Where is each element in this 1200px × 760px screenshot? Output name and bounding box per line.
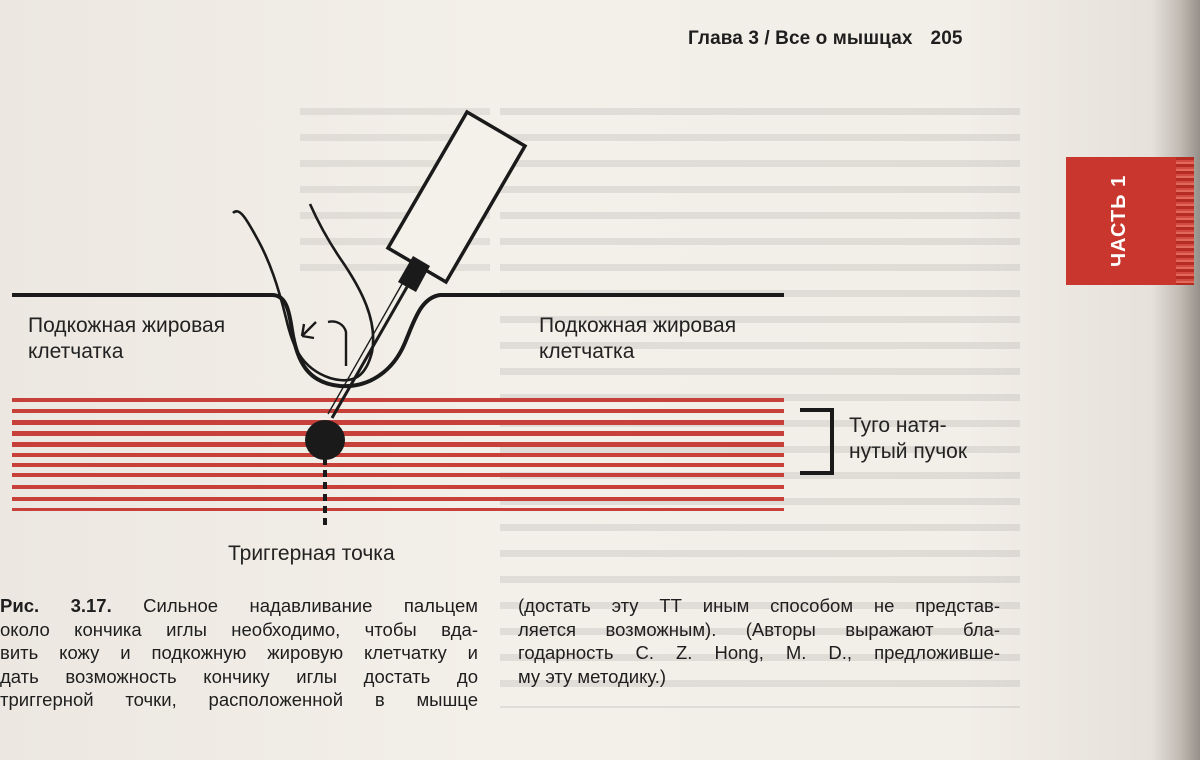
caption-line: вить кожу и подкожную жировую клетчатку … (0, 642, 478, 663)
muscle-fiber (12, 473, 784, 477)
caption-text: Сильное надавливание пальцем (111, 595, 478, 616)
label-line: нутый пучок (849, 440, 968, 463)
trigger-point-icon (305, 420, 345, 460)
subcutaneous-fat-label-right: Подкожная жировая клетчатка (539, 313, 736, 365)
skin-surface-line (12, 293, 784, 389)
caption-line: около кончика иглы необходимо, чтобы вда… (0, 618, 478, 640)
show-through-text (500, 108, 1020, 708)
muscle-fiber (12, 409, 784, 413)
page-edge-shadow (1152, 0, 1200, 760)
taut-band-bracket (800, 408, 834, 475)
figure-caption-left: Рис. 3.17. Сильное надавливание пальцем … (0, 594, 478, 712)
muscle-fiber (12, 508, 784, 511)
muscle-fiber (12, 463, 784, 467)
caption-line: му эту методику.) (518, 665, 667, 687)
finger-icon (232, 203, 375, 382)
needle-syringe-icon (327, 109, 528, 419)
caption-line: (достать эту ТТ иным способом не предста… (518, 595, 1000, 616)
caption-line: триггерной точки, расположенной в мышце (0, 689, 478, 710)
figure-caption-right: (достать эту ТТ иным способом не предста… (518, 594, 1000, 688)
label-line: Туго натя- (849, 414, 947, 437)
muscle-fiber (12, 497, 784, 501)
taut-band-label: Туго натя- нутый пучок (849, 413, 967, 465)
muscle-fiber (12, 420, 784, 425)
muscle-fiber (12, 398, 784, 402)
label-line: Подкожная жировая (539, 314, 737, 337)
muscle-band (12, 398, 784, 511)
label-line: клетчатка (539, 340, 635, 363)
trigger-point-label: Триггерная точка (228, 542, 395, 565)
chapter-title: Глава 3 / Все о мышцах (688, 28, 913, 49)
page-number: 205 (930, 28, 963, 49)
muscle-fiber (12, 485, 784, 489)
muscle-fiber (12, 453, 784, 457)
caption-line: годарность C. Z. Hong, M. D., предложивш… (518, 642, 1000, 663)
running-header: Глава 3 / Все о мышцах 205 (688, 28, 963, 50)
figure-number: Рис. 3.17. (0, 595, 112, 616)
caption-line: Рис. 3.17. Сильное надавливание пальцем (0, 594, 478, 618)
muscle-fiber (12, 431, 784, 436)
label-line: Подкожная жировая (28, 314, 226, 337)
caption-line: дать возможность кончику иглы достать до (0, 665, 478, 687)
caption-line: ляется возможным). (Авторы выражают бла- (518, 618, 1000, 640)
label-line: клетчатка (28, 340, 124, 363)
part-tab: ЧАСТЬ 1 (1066, 157, 1194, 285)
part-tab-edge (1176, 157, 1194, 285)
subcutaneous-fat-label-left: Подкожная жировая клетчатка (28, 313, 225, 365)
muscle-fiber (12, 442, 784, 447)
